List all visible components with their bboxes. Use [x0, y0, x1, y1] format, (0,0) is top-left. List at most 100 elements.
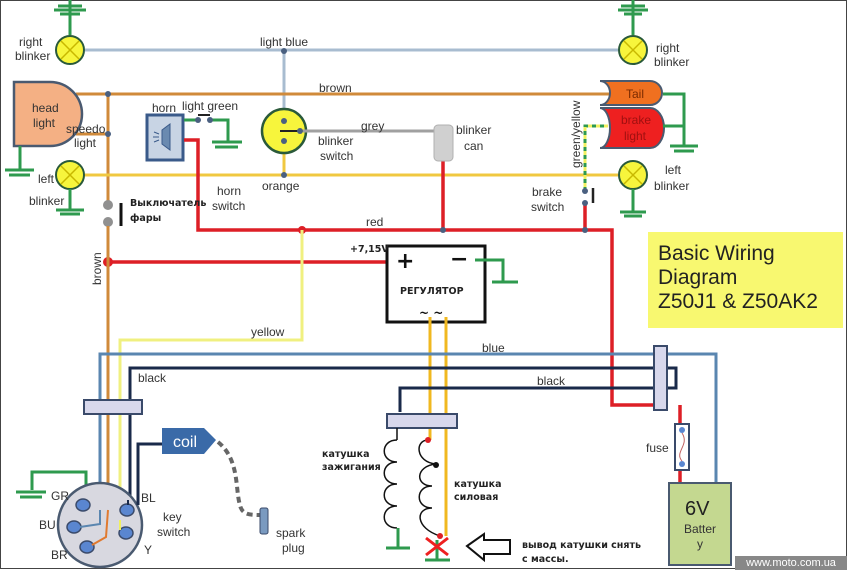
title-line-1: Basic Wiring — [658, 242, 775, 265]
horn-icon — [145, 113, 185, 162]
wire-label-light-blue: light blue — [260, 35, 308, 49]
speedo-label-1: speedo — [66, 122, 106, 136]
brake-switch-contact — [582, 188, 588, 194]
wire-label-green-yellow: green/yellow — [569, 100, 583, 168]
headlight-switch-contact — [103, 217, 113, 227]
junction-orange — [281, 172, 287, 178]
wire-label-brown-vertical: brown — [90, 252, 104, 285]
fuse-element — [679, 432, 685, 462]
power-coil-tap — [433, 462, 439, 468]
blinker-can-label-1: blinker — [456, 123, 491, 137]
left-blinker-right-label-2: blinker — [654, 179, 689, 193]
wire-label-black-left: black — [138, 371, 167, 385]
connector-right — [653, 345, 668, 411]
ground-note-label-1: вывод катушки снять — [522, 540, 641, 551]
wire-red — [108, 138, 682, 490]
coil-label: coil — [173, 434, 197, 451]
remove-ground-x-icon — [425, 536, 449, 557]
power-coil-winding — [418, 439, 441, 537]
spark-plug-label-2: plug — [282, 541, 305, 555]
connector-middle — [386, 413, 458, 429]
brake-switch-label-2: switch — [531, 200, 564, 214]
wire-key-blue — [79, 510, 101, 528]
title-line-3: Z50J1 & Z50AK2 — [658, 290, 818, 313]
battery-label-2: y — [697, 537, 703, 551]
watermark: www.moto.com.ua — [735, 556, 847, 570]
wire-green-yellow — [583, 124, 608, 190]
junction-red-brake — [582, 227, 588, 233]
wire-brown-top — [76, 92, 610, 205]
wire-light-blue — [85, 48, 618, 110]
brake-switch-contact — [582, 200, 588, 206]
right-blinker-left-lamp — [55, 35, 85, 65]
blinker-can-shape — [433, 124, 454, 162]
junction-light-blue — [281, 48, 287, 54]
speedo-label-2: light — [74, 136, 97, 150]
horn-switch-label-2: switch — [212, 199, 245, 213]
ground-head-light — [5, 146, 34, 177]
junction-brown — [105, 91, 111, 97]
key-pin-br: BR — [51, 548, 68, 562]
arrow-left-icon — [465, 532, 511, 563]
ground-left-blinker-right — [620, 189, 646, 218]
brake-light-label-2: light — [624, 129, 647, 143]
brake-light-label-1: brake — [621, 113, 651, 127]
head-light-label-2: light — [33, 116, 56, 130]
key-switch-label-2: switch — [157, 525, 190, 539]
key-switch-label-1: key — [163, 510, 182, 524]
left-blinker-left-label-1: left — [38, 172, 55, 186]
wire-label-black-right: black — [537, 374, 566, 388]
right-blinker-right-label-1: right — [656, 41, 680, 55]
tail-label: Tail — [626, 87, 644, 101]
power-coil-terminal — [437, 533, 443, 539]
ignition-coil-winding — [383, 428, 398, 529]
coil-shape — [162, 428, 216, 454]
junction-speedo — [105, 131, 111, 137]
key-pin-gr: GR — [51, 489, 69, 503]
junction-red-blinker — [440, 227, 446, 233]
fuse-terminal — [679, 427, 685, 433]
key-pin-bl: BL — [141, 491, 156, 505]
wire-coil-black — [136, 442, 162, 505]
right-blinker-right-label-2: blinker — [654, 55, 689, 69]
ground-tail-brake — [663, 92, 698, 153]
ignition-coil-label-1: катушка — [322, 449, 370, 460]
blinker-can-label-2: can — [464, 139, 483, 153]
ground-right-blinker-right — [618, 0, 648, 35]
spark-plug-icon — [259, 507, 269, 535]
battery-voltage-label: 6V — [685, 498, 710, 520]
wire-label-yellow: yellow — [251, 325, 285, 339]
left-blinker-right-lamp — [618, 160, 648, 190]
headlight-switch-label-2: фары — [130, 213, 161, 224]
wire-key-brown — [91, 509, 109, 546]
connector-left — [83, 399, 143, 415]
headlight-switch-contact — [103, 200, 113, 210]
regulator-minus: − — [450, 247, 468, 272]
spark-plug-label-1: spark — [276, 526, 306, 540]
headlight-switch-label-1: Выключатель — [130, 198, 206, 209]
battery-label-1: Batter — [684, 522, 716, 536]
brake-light-shape — [599, 107, 665, 149]
horn-switch-label-1: horn — [217, 184, 241, 198]
wire-blue — [98, 352, 718, 510]
regulator-box — [385, 244, 487, 324]
fuse-terminal — [679, 461, 685, 467]
wire-label-light-green: light green — [182, 99, 238, 113]
horn-switch-contact — [207, 117, 213, 123]
left-blinker-right-label-1: left — [665, 163, 682, 177]
blinker-switch-label-2: switch — [320, 149, 353, 163]
ignition-coil-label-2: зажигания — [322, 462, 381, 473]
wire-label-red: red — [366, 215, 383, 229]
battery-shape — [668, 482, 732, 566]
wire-regulator-ground — [475, 258, 505, 282]
regulator-plus: + — [396, 249, 414, 274]
head-light-shape — [12, 80, 84, 148]
wire-label-blue: blue — [482, 341, 505, 355]
blinker-switch-icon — [260, 107, 308, 155]
regulator-label: РЕГУЛЯТОР — [400, 286, 464, 297]
ground-right-blinker-left — [54, 0, 86, 35]
ground-left-blinker-left — [56, 189, 84, 216]
wire-label-orange: orange — [262, 179, 300, 193]
left-blinker-left-lamp — [55, 160, 85, 190]
